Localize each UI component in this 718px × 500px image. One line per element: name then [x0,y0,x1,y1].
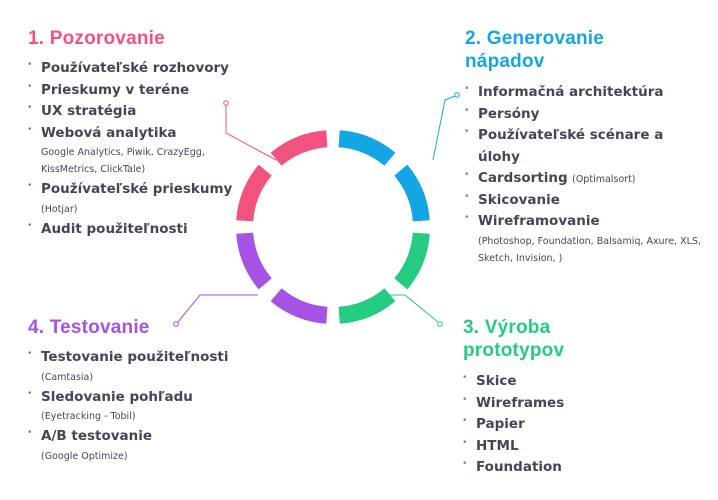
list-item: UX stratégia [28,101,258,123]
section-ideate-title: 2. Generovanie nápadov [465,28,605,72]
list-item-note: (Eyetracking - Tobil) [41,411,136,422]
ring-segment-ideate-1 [338,130,396,166]
section-ideate: 2. Generovanie nápadov Informačná archit… [465,27,705,268]
list-item-note: (Camtasia) [41,371,94,383]
list-item: Cardsorting (Optimalsort) [465,168,705,190]
section-observe-list: Používateľské rozhovory Prieskumy v teré… [28,58,258,240]
section-observe: 1. Pozorovanie Používateľské rozhovory P… [28,27,258,240]
list-item-note: Google Analytics, Piwik, CrazyEgg, KissM… [41,147,205,175]
ring-segment-test-2 [236,232,272,290]
list-item: Foundation [463,457,693,479]
section-test-title: 4. Testovanie [28,317,150,338]
list-item: A/B testovanie (Google Optimize) [28,426,258,465]
list-item: Skicovanie [465,190,705,212]
list-item-note: (Optimalsort) [572,174,636,185]
list-item: Webová analytika Google Analytics, Piwik… [28,123,258,179]
connector-ideate [432,95,456,161]
list-item-note: (Google Optimize) [41,450,128,462]
list-item: Používateľské scénare a úlohy [465,125,705,168]
list-item-note: (Hotjar) [41,203,78,215]
list-item: Wireframes [463,393,693,415]
list-item: Sledovanie pohľadu (Eyetracking - Tobil) [28,387,258,426]
connector-prototype-dot [437,321,443,327]
ring-segment-prototype-1 [394,232,430,290]
list-item: Používateľské rozhovory [28,58,258,80]
ring-segment-ideate-2 [394,164,430,222]
section-prototype-title: 3. Výroba prototypov [463,317,565,361]
section-ideate-list: Informačná architektúra Persóny Používat… [465,82,705,267]
list-item: Testovanie použiteľnosti (Camtasia) [28,347,258,386]
section-test: 4. Testovanie Testovanie použiteľnosti (… [28,316,258,466]
ring-segment-prototype-2 [338,288,396,324]
list-item-note: (Photoshop, Foundation, Balsamiq, Axure,… [478,235,702,264]
list-item: Prieskumy v teréne [28,80,258,102]
list-item: Skice [463,371,693,393]
list-item: Informačná architektúra [465,82,705,104]
connector-test [177,294,258,323]
list-item: Audit použiteľnosti [28,219,258,241]
list-item: Persóny [465,104,705,126]
ring-segment-observe-2 [270,130,328,166]
section-observe-title: 1. Pozorovanie [28,28,165,49]
ring-segment-test-1 [270,288,328,324]
connector-test-dot [173,321,179,327]
connector-prototype [388,294,439,323]
list-item: HTML [463,436,693,458]
connector-ideate-dot [454,92,460,98]
section-prototype: 3. Výroba prototypov Skice Wireframes Pa… [463,316,693,479]
section-prototype-list: Skice Wireframes Papier HTML Foundation [463,371,693,479]
list-item: Wireframovanie (Photoshop, Foundation, B… [465,211,705,267]
list-item: Papier [463,414,693,436]
list-item: Používateľské prieskumy (Hotjar) [28,179,258,218]
section-test-list: Testovanie použiteľnosti (Camtasia) Sled… [28,347,258,465]
